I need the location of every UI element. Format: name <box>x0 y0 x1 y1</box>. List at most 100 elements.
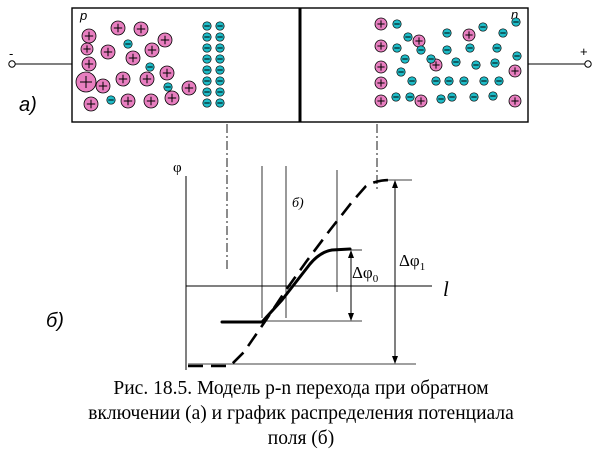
left-terminal <box>8 60 16 68</box>
hole-charge <box>80 42 94 56</box>
right-terminal <box>584 60 592 68</box>
p-region-label: p <box>79 8 87 23</box>
electron-charge <box>451 57 461 67</box>
electron-charge <box>469 92 479 102</box>
charge-carriers <box>75 17 522 112</box>
electron-charge <box>478 22 488 32</box>
hole-charge <box>412 34 426 48</box>
hole-charge <box>95 78 111 94</box>
electron-charge <box>494 76 504 86</box>
l-axis-label: l <box>443 277 449 301</box>
hole-charge <box>75 71 97 93</box>
electron-charge <box>436 94 446 104</box>
hole-charge <box>414 94 428 108</box>
electron-charge <box>407 76 417 86</box>
electron-charge <box>465 43 475 53</box>
hole-charge <box>133 21 149 37</box>
electron-charge <box>202 21 212 31</box>
electron-charge <box>392 19 402 29</box>
electron-charge <box>202 54 212 64</box>
electron-charge <box>490 58 500 68</box>
electron-charge <box>403 32 413 42</box>
left-terminal-sign: - <box>9 46 13 61</box>
electron-charge <box>459 76 469 86</box>
electron-charge <box>163 82 173 92</box>
hole-charge <box>125 50 141 66</box>
potential-curve-reverse-bias <box>188 178 391 368</box>
electron-charge <box>416 45 426 55</box>
electron-charge <box>392 43 402 53</box>
part-b-label: б) <box>46 310 64 332</box>
electron-charge <box>106 95 116 105</box>
hole-charge <box>83 96 99 112</box>
hole-charge <box>159 65 175 81</box>
hole-charge <box>157 32 173 48</box>
caption-line-2: включении (а) и график распределения пот… <box>88 403 514 424</box>
caption-line-3: поля (б) <box>267 428 335 449</box>
electron-charge <box>442 28 452 38</box>
electron-charge <box>215 76 225 86</box>
electron-charge <box>215 43 225 53</box>
electron-charge <box>447 92 457 102</box>
electron-charge <box>202 87 212 97</box>
delta-phi-0-arrow <box>348 250 354 321</box>
delta-phi-1-label: Δφ1 <box>399 251 425 273</box>
hole-charge <box>462 28 476 42</box>
hole-charge <box>374 39 388 53</box>
hole-charge <box>181 80 197 96</box>
electron-charge <box>488 91 498 101</box>
electron-charge <box>215 54 225 64</box>
electron-charge <box>215 21 225 31</box>
hole-charge <box>81 28 97 44</box>
electron-charge <box>405 92 415 102</box>
hole-charge <box>81 56 97 72</box>
electron-charge <box>498 28 508 38</box>
electron-charge <box>444 76 454 86</box>
electron-charge <box>123 39 133 49</box>
electron-charge <box>215 87 225 97</box>
electron-charge <box>202 43 212 53</box>
electron-charge <box>426 54 436 64</box>
right-terminal-sign: + <box>580 44 588 59</box>
hole-charge <box>374 60 388 74</box>
hole-charge <box>374 17 388 31</box>
electron-charge <box>431 76 441 86</box>
figure-caption: Рис. 18.5. Модель p-n перехода при обрат… <box>0 376 602 451</box>
delta-phi-1-arrow <box>392 180 398 364</box>
electron-charge <box>215 65 225 75</box>
hole-charge <box>508 94 522 108</box>
delta-phi-0-label: Δφ0 <box>352 263 379 285</box>
electron-charge <box>215 98 225 108</box>
pn-junction-diagram: - + p n а) φ l <box>8 7 592 370</box>
electron-charge <box>391 92 401 102</box>
electron-charge <box>511 17 521 27</box>
electron-charge <box>202 76 212 86</box>
hole-charge <box>139 71 155 87</box>
hole-charge <box>100 44 116 60</box>
phi-axis-label: φ <box>173 160 182 176</box>
electron-charge <box>512 51 522 61</box>
electron-charge <box>145 62 155 72</box>
hole-charge <box>120 93 136 109</box>
electron-charge <box>202 32 212 42</box>
electron-charge <box>442 45 452 55</box>
hole-charge <box>144 42 160 58</box>
electron-charge <box>492 43 502 53</box>
electron-charge <box>400 54 410 64</box>
hole-charge <box>110 20 126 36</box>
hole-charge <box>374 94 388 108</box>
electron-charge <box>471 60 481 70</box>
caption-line-1: Рис. 18.5. Модель p-n перехода при обрат… <box>113 378 489 399</box>
part-a-label: а) <box>19 94 37 116</box>
n-region-label: n <box>511 7 518 22</box>
potential-graph: φ l б) Δφ0 Δ <box>46 124 449 370</box>
potential-curve-equilibrium <box>220 247 352 324</box>
curve-b-label: б) <box>292 196 304 211</box>
hole-charge <box>374 76 388 90</box>
electron-charge <box>202 98 212 108</box>
hole-charge <box>115 71 131 87</box>
hole-charge <box>143 93 159 109</box>
electron-charge <box>479 76 489 86</box>
electron-charge <box>215 32 225 42</box>
